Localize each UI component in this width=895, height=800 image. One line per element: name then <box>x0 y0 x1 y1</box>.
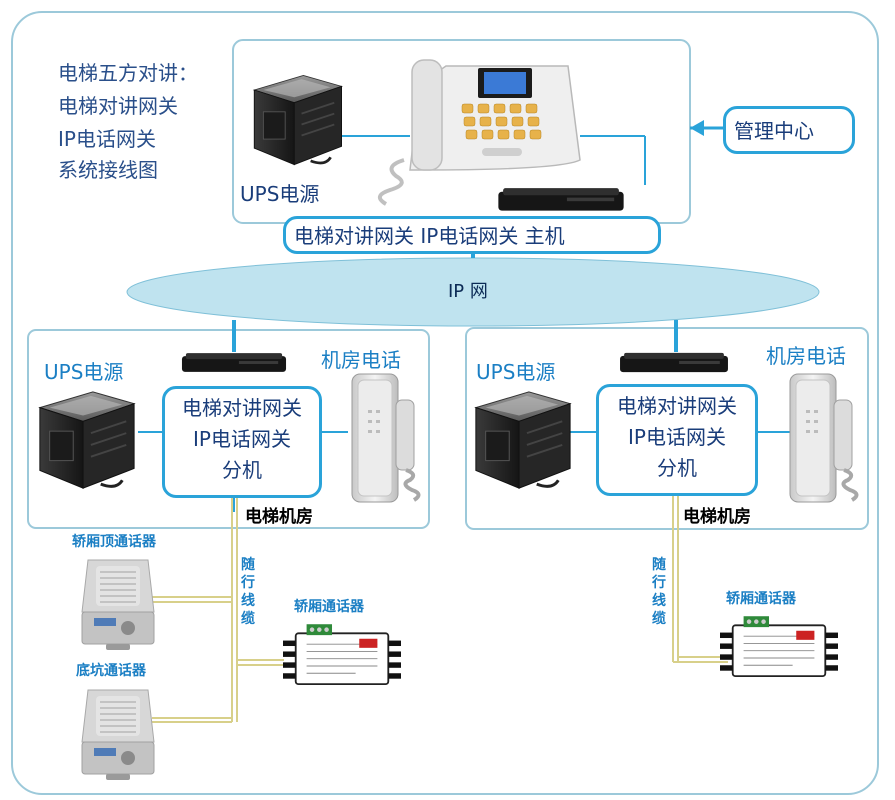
title-line-2: 电梯对讲网关 <box>58 94 178 118</box>
pit-speaker-label: 底坑通话器 <box>76 663 146 679</box>
title-line-3: IP电话网关 <box>58 127 156 151</box>
gateway-box-host-icon <box>498 188 624 211</box>
room-phone-left-icon <box>350 372 421 504</box>
right-traveling-cable <box>672 496 728 663</box>
left-gateway-line-3: 分机 <box>222 458 262 482</box>
ups-host-icon <box>252 74 343 166</box>
left-car-module-label: 轿厢通话器 <box>294 599 364 615</box>
arrow-to-host <box>690 120 704 136</box>
right-car-module-label: 轿厢通话器 <box>726 591 796 607</box>
title-line-4: 系统接线图 <box>58 158 158 182</box>
outer-frame <box>11 11 879 795</box>
car-top-speaker-icon <box>81 559 155 651</box>
right-gateway-line-1: 电梯对讲网关 <box>617 394 737 418</box>
right-gateway-line-2: IP电话网关 <box>628 425 726 449</box>
ip-network-label: IP 网 <box>448 281 488 302</box>
right-room-label: 电梯机房 <box>683 507 751 527</box>
management-center-label: 管理中心 <box>734 119 814 143</box>
host-ups-label: UPS电源 <box>240 182 320 206</box>
car-module-left-icon <box>283 623 401 686</box>
left-gateway-line-1: 电梯对讲网关 <box>182 396 302 420</box>
car-top-speaker-label: 轿厢顶通话器 <box>72 534 156 550</box>
room-panel-right <box>465 327 869 530</box>
left-ups-label: UPS电源 <box>44 360 124 384</box>
pit-speaker-icon <box>81 689 155 781</box>
right-phone-label: 机房电话 <box>766 344 846 368</box>
right-ups-label: UPS电源 <box>476 360 556 384</box>
right-gateway-callout: 电梯对讲网关 IP电话网关 分机 <box>596 384 758 496</box>
gateway-box-right-icon <box>620 352 728 373</box>
title-line-1: 电梯五方对讲： <box>58 61 198 85</box>
desk-phone-icon <box>378 59 581 206</box>
left-phone-label: 机房电话 <box>321 348 401 372</box>
host-gateway-label: 电梯对讲网关 IP电话网关 主机 <box>294 224 565 248</box>
left-room-label: 电梯机房 <box>245 507 313 527</box>
left-traveling-cable <box>152 496 284 723</box>
room-panel-left <box>27 329 430 529</box>
room-phone-right-icon <box>788 372 859 504</box>
right-cable-label: 随行线缆 <box>652 557 666 627</box>
car-module-right-icon <box>720 615 838 678</box>
host-gateway-callout: 电梯对讲网关 IP电话网关 主机 <box>283 216 661 254</box>
left-gateway-callout: 电梯对讲网关 IP电话网关 分机 <box>162 386 322 498</box>
management-center-callout: 管理中心 <box>723 106 855 154</box>
gateway-box-left-icon <box>181 353 287 372</box>
ups-left-icon <box>38 390 136 490</box>
ups-right-icon <box>474 390 572 490</box>
left-gateway-line-2: IP电话网关 <box>193 427 291 451</box>
right-gateway-line-3: 分机 <box>657 456 697 480</box>
left-cable-label: 随行线缆 <box>241 557 255 627</box>
